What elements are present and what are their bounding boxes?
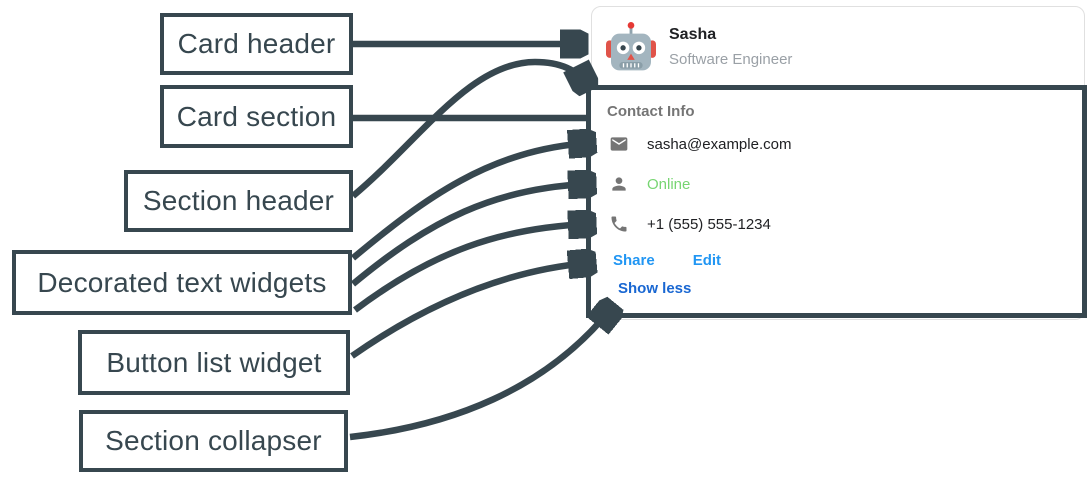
robot-avatar — [606, 21, 656, 70]
section-collapser-button[interactable]: Show less — [618, 280, 692, 297]
phone-icon — [611, 216, 627, 232]
arrow-button-list — [350, 263, 588, 359]
label-section-header: Section header — [124, 170, 353, 232]
label-text: Section header — [142, 185, 335, 216]
card-header: Sasha Software Engineer — [592, 7, 1084, 86]
label-text: Card section — [176, 100, 337, 132]
share-button[interactable]: Share — [613, 252, 655, 269]
label-text: Button list widget — [106, 346, 322, 378]
status-text: Online — [647, 175, 691, 193]
decorated-text-status: Online — [609, 172, 690, 196]
label-card-section: Card section — [160, 85, 353, 148]
label-button-list-widget: Button list widget — [78, 330, 350, 395]
label-text: Card header — [177, 28, 336, 59]
label-decorated-text-widgets: Decorated text widgets — [12, 250, 352, 315]
arrow-decorated-email — [350, 143, 588, 261]
email-text: sasha@example.com — [647, 135, 792, 153]
label-section-collapser: Section collapser — [79, 410, 348, 472]
decorated-text-phone: +1 (555) 555-1234 — [609, 212, 771, 236]
section-header-title: Contact Info — [607, 103, 695, 120]
person-name: Sasha — [669, 25, 717, 43]
card-section: Contact Info sasha@example.com Online +1… — [586, 85, 1087, 318]
edit-button[interactable]: Edit — [692, 252, 722, 269]
arrow-section-collapser — [349, 310, 610, 441]
arrow-decorated-status — [350, 184, 588, 287]
arrow-section-header — [350, 58, 585, 199]
phone-text: +1 (555) 555-1234 — [647, 215, 771, 233]
person-subtitle: Software Engineer — [669, 50, 793, 68]
email-icon — [610, 137, 628, 151]
button-list-widget: Share Edit — [613, 252, 721, 269]
label-text: Section collapser — [105, 425, 322, 456]
label-text: Decorated text widgets — [37, 266, 327, 298]
decorated-text-email: sasha@example.com — [609, 132, 791, 156]
arrow-decorated-phone — [353, 224, 588, 313]
label-card-header: Card header — [160, 13, 353, 75]
card-header-text: Sasha Software Engineer — [669, 26, 792, 68]
person-icon — [612, 177, 626, 191]
